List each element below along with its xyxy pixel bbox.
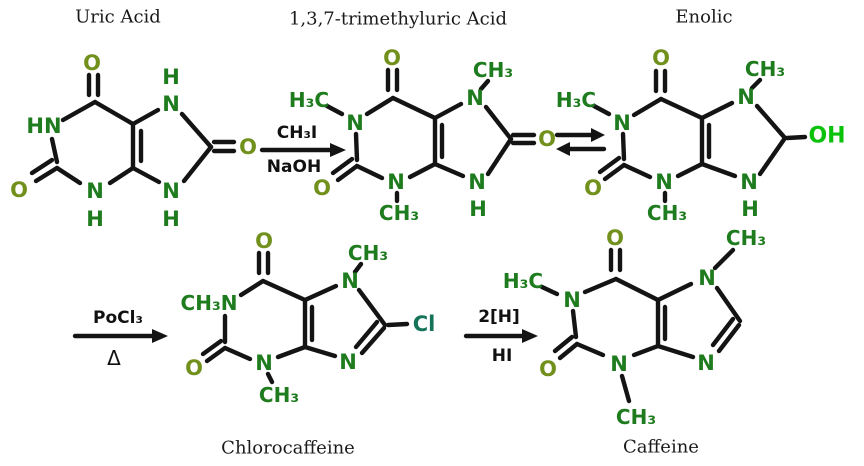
nitrogen-label: N [468,170,486,194]
molecule-trimethyluric-acid: 1,3,7-trimethyluric Acid O H₃C N O [289,9,556,226]
nitrogen-label: N [162,179,180,203]
chlorine-label: Cl [413,312,436,336]
hydroxyl-label: OH [808,124,845,149]
nitrogen-label: N [341,269,359,293]
hydrogen-label: H [162,207,180,231]
trimethyluric-bonds [324,67,537,204]
nitrogen-label: N [655,170,673,194]
oxygen-label: O [239,135,257,159]
nitrogen-label: N [387,170,405,194]
oxygen-label: O [539,357,557,381]
oxygen-label: O [83,51,101,75]
nitrogen-label: HN [26,114,61,138]
methyl-label: CH₃ [259,383,299,407]
reagent-top: CH₃I [277,123,317,143]
nitrogen-label: N [346,111,364,135]
molecule-title: 1,3,7-trimethyluric Acid [289,9,507,30]
methyl-label: CH₃ [616,405,656,429]
arrowhead-icon [330,143,346,157]
arrowhead-icon [152,329,168,343]
hydrogen-label: H [162,65,180,89]
arrowhead-icon [556,142,570,156]
arrow-methylation: CH₃I NaOH [259,123,346,177]
molecule-enolic: Enolic O H₃C N O N CH₃ N [556,7,846,226]
reagent-bottom: Δ [107,346,121,370]
molecule-uric-acid: Uric Acid O HN O N H N H O N H [10,7,257,232]
nitrogen-label: N [697,351,715,375]
oxygen-label: O [584,176,602,200]
oxygen-label: O [10,178,28,202]
methyl-label: CH₃ [348,241,388,265]
molecule-title: Caffeine [623,437,699,458]
hydrogen-label: H [86,207,104,231]
oxygen-label: O [538,127,556,151]
methyl-label: CH₃ [379,201,419,225]
nitrogen-label: N [255,351,273,375]
nitrogen-label: N [86,179,104,203]
nitrogen-label: N [737,85,755,109]
methyl-label: CH₃ [473,58,513,82]
reagent-top: PoCl₃ [93,308,143,328]
methyl-label: CH₃ [745,57,785,81]
arrow-tautomer-equilibrium [554,128,607,156]
reagent-top: 2[H] [478,307,520,327]
methyl-label: H₃C [503,269,543,293]
nitrogen-label: N [610,352,628,376]
reagent-bottom: NaOH [267,157,321,177]
enolic-bonds [591,68,808,204]
molecule-title: Chlorocaffeine [221,438,355,459]
methyl-nitrogen-label: CH₃N [181,291,238,315]
hydrogen-label: H [469,197,487,221]
methyl-label: H₃C [556,88,596,112]
oxygen-label: O [313,176,331,200]
caffeine-bonds [539,247,743,404]
hydrogen-label: H [741,197,759,221]
molecule-caffeine: Caffeine O H₃C N O N CH₃ N [503,226,766,458]
reagent-bottom: HI [492,346,513,366]
oxygen-label: O [652,46,670,70]
nitrogen-label: N [466,86,484,110]
nitrogen-label: N [698,266,716,290]
methyl-label: CH₃ [726,226,766,250]
uric-acid-bonds [29,72,237,186]
oxygen-label: O [255,229,273,253]
arrowhead-icon [522,329,538,343]
arrowhead-icon [591,128,605,142]
arrow-chlorination: PoCl₃ Δ [72,308,168,370]
nitrogen-label: N [740,170,758,194]
molecule-title: Enolic [675,7,732,28]
nitrogen-label: N [563,288,581,312]
chlorocaffeine-bonds [200,250,410,385]
molecule-chlorocaffeine: Chlorocaffeine O CH₃N O N CH₃ N [181,229,436,459]
oxygen-label: O [383,46,401,70]
methyl-label: H₃C [289,88,329,112]
oxygen-label: O [185,356,203,380]
methyl-label: CH₃ [647,201,687,225]
oxygen-label: O [606,226,624,250]
arrow-reduction: 2[H] HI [463,307,538,366]
nitrogen-label: N [613,111,631,135]
molecule-title: Uric Acid [75,7,161,28]
nitrogen-label: N [339,350,357,374]
nitrogen-label: N [162,92,180,116]
